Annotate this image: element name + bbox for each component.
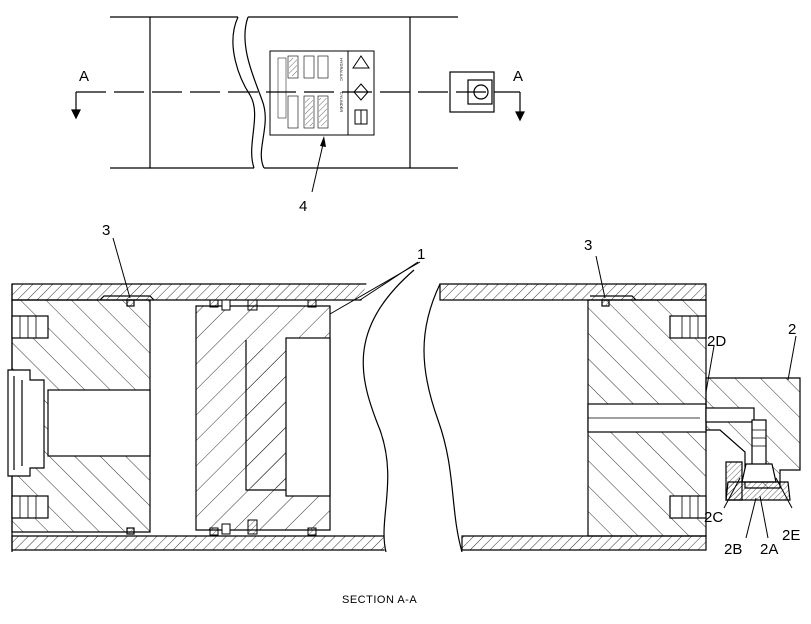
bolt-2a <box>751 419 767 467</box>
section-caption: SECTION A-A <box>342 594 417 606</box>
bolt-head-2a <box>741 463 777 483</box>
break-mask <box>357 270 463 560</box>
warning-decal <box>269 50 375 136</box>
top-wall-left <box>11 283 373 301</box>
callout-2a: 2A <box>760 541 778 558</box>
rod-bushing <box>7 369 45 477</box>
warning-triangle-icon <box>352 55 370 69</box>
callout-2b: 2B <box>724 541 742 558</box>
section-marker-right: A <box>513 68 523 85</box>
callout-4: 4 <box>299 198 307 215</box>
bottom-wall-right <box>461 535 707 551</box>
top-view <box>71 16 525 169</box>
section-view <box>7 269 801 560</box>
callout-2d: 2D <box>707 333 726 350</box>
piston-bore <box>285 337 331 497</box>
top-barrel <box>150 16 254 169</box>
leader-4 <box>311 139 325 193</box>
diamond-icon <box>353 83 369 101</box>
leaders <box>112 237 797 539</box>
callout-3-left: 3 <box>102 222 110 239</box>
break-curve-right <box>423 283 463 553</box>
cap-bolts <box>669 315 707 519</box>
flange-bore <box>705 407 755 423</box>
rod <box>47 389 151 457</box>
piston-seals <box>209 299 317 536</box>
block-2c <box>725 461 743 501</box>
callout-1: 1 <box>417 246 425 263</box>
head-bolts <box>11 315 49 519</box>
bottom-wall-left <box>11 535 387 551</box>
top-wall-right <box>439 283 707 301</box>
top-break-left <box>232 16 256 169</box>
top-left-end <box>110 16 151 169</box>
top-break-right <box>244 16 266 169</box>
callout-2c: 2C <box>704 509 723 526</box>
decal-text-2: CYLINDER <box>339 92 344 112</box>
decal-text-1: HYDRAULIC <box>339 58 344 81</box>
section-marker-left: A <box>79 68 89 85</box>
callout-2: 2 <box>788 321 796 338</box>
break-curve-left <box>362 269 415 553</box>
callout-2e: 2E <box>782 527 800 544</box>
callout-3-right: 3 <box>584 237 592 254</box>
